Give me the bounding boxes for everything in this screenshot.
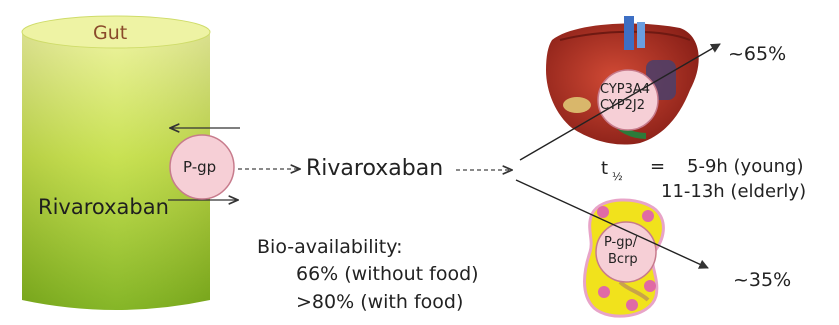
half-life-subscript: ½ [612, 170, 623, 183]
liver-fraction: ~65% [728, 45, 786, 64]
kidney-transporter-bcrp: Bcrp [608, 253, 638, 266]
half-life-elderly: 11-13h (elderly) [661, 183, 806, 201]
kidney-fraction: ~35% [733, 271, 791, 290]
bioavailability-title: Bio-availability: [257, 238, 403, 257]
drug-label: Rivaroxaban [306, 158, 443, 180]
half-life-young: 5-9h (young) [687, 158, 803, 176]
bioavailability-without-food: 66% (without food) [296, 265, 479, 284]
liver-enzyme-cyp2j2: CYP2J2 [600, 99, 645, 112]
gut-label: Gut [93, 24, 127, 43]
gut-pgp-label: P-gp [183, 160, 216, 175]
kidney-transporter-pgp: P-gp/ [604, 236, 637, 249]
liver-enzyme-cyp3a4: CYP3A4 [600, 83, 650, 96]
bioavailability-with-food: >80% (with food) [296, 293, 463, 312]
gut-drug-label: Rivaroxaban [38, 197, 169, 218]
half-life-symbol: t [601, 160, 608, 178]
liver-image [546, 16, 699, 145]
half-life-equals: = [650, 158, 665, 176]
